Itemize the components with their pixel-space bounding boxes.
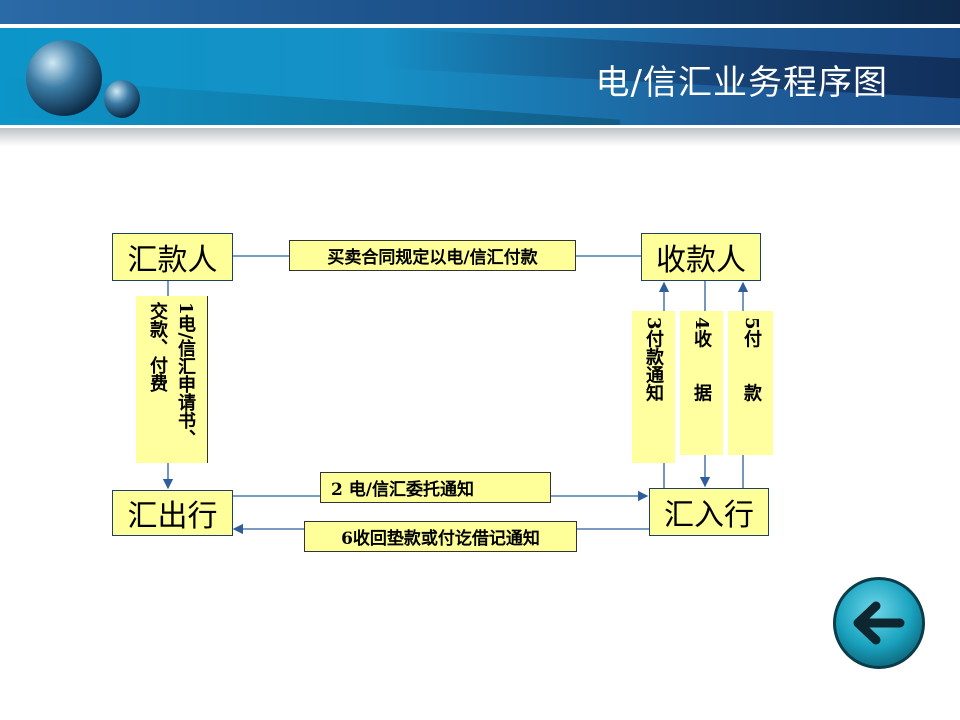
step6-label: 6收回垫款或付讫借记通知 bbox=[304, 521, 577, 552]
step4-label: 4收 据 bbox=[680, 311, 723, 455]
slide-title: 电/信汇业务程序图 bbox=[595, 63, 888, 103]
step1-label: 1电/信汇申请书、交款、付费 bbox=[136, 296, 208, 463]
arrow-left-icon bbox=[853, 601, 905, 645]
step2-label: 2 电/信汇委托通知 bbox=[320, 472, 551, 503]
step5-label: 5付 款 bbox=[728, 311, 773, 455]
node-payee: 收款人 bbox=[641, 233, 761, 281]
top-bar bbox=[0, 0, 960, 24]
sphere-decoration bbox=[26, 40, 102, 116]
node-remitting-bank: 汇出行 bbox=[112, 490, 233, 536]
step3-label: 3付款通知 bbox=[632, 311, 675, 463]
back-button[interactable] bbox=[833, 577, 925, 669]
node-paying-bank: 汇入行 bbox=[649, 488, 769, 536]
sphere-decoration bbox=[104, 80, 140, 118]
banner-shadow bbox=[0, 128, 960, 146]
contract-label: 买卖合同规定以电/信汇付款 bbox=[289, 240, 576, 271]
title-banner bbox=[0, 28, 960, 125]
node-remitter: 汇款人 bbox=[112, 233, 233, 281]
